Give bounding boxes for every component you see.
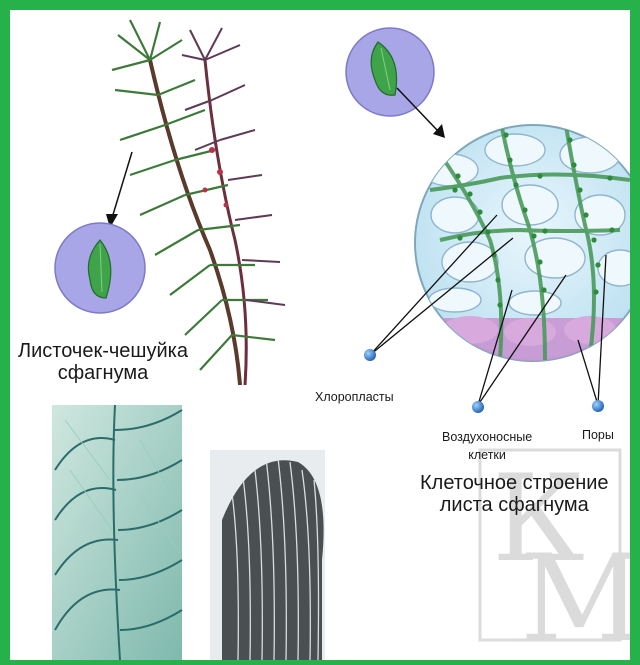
leaf-scale-label: Листочек-чешуйка сфагнума [18,340,188,384]
leaf-scale-label-line1: Листочек-чешуйка [18,340,188,362]
zoom-leaf-circle [346,28,445,138]
diagram-canvas: К М Листочек-чешуйка сфагнума Хлоропласт… [10,10,630,660]
moss-plant-illustration [112,20,285,385]
leaf-scale-circle [55,152,145,313]
cell-structure-circle [415,118,630,368]
cell-structure-label: Клеточное строение листа сфагнума [420,472,609,516]
chloroplasts-label: Хлоропласты [315,390,394,404]
air-cells-label-line1: Воздухоносные [442,428,532,446]
leaf-micrograph-left [52,405,182,660]
leaf-micrograph-right [210,440,330,660]
diagram-graphics: К М [10,10,630,660]
air-cells-label-line2: клетки [442,446,532,464]
leaf-scale-label-line2: сфагнума [18,362,188,384]
pores-label: Поры [582,428,614,442]
cell-structure-label-line1: Клеточное строение [420,472,609,494]
air-cells-label: Воздухоносные клетки [442,428,532,464]
cell-structure-label-line2: листа сфагнума [420,494,609,516]
pointer-dots [364,349,604,413]
svg-text:М: М [520,530,630,660]
